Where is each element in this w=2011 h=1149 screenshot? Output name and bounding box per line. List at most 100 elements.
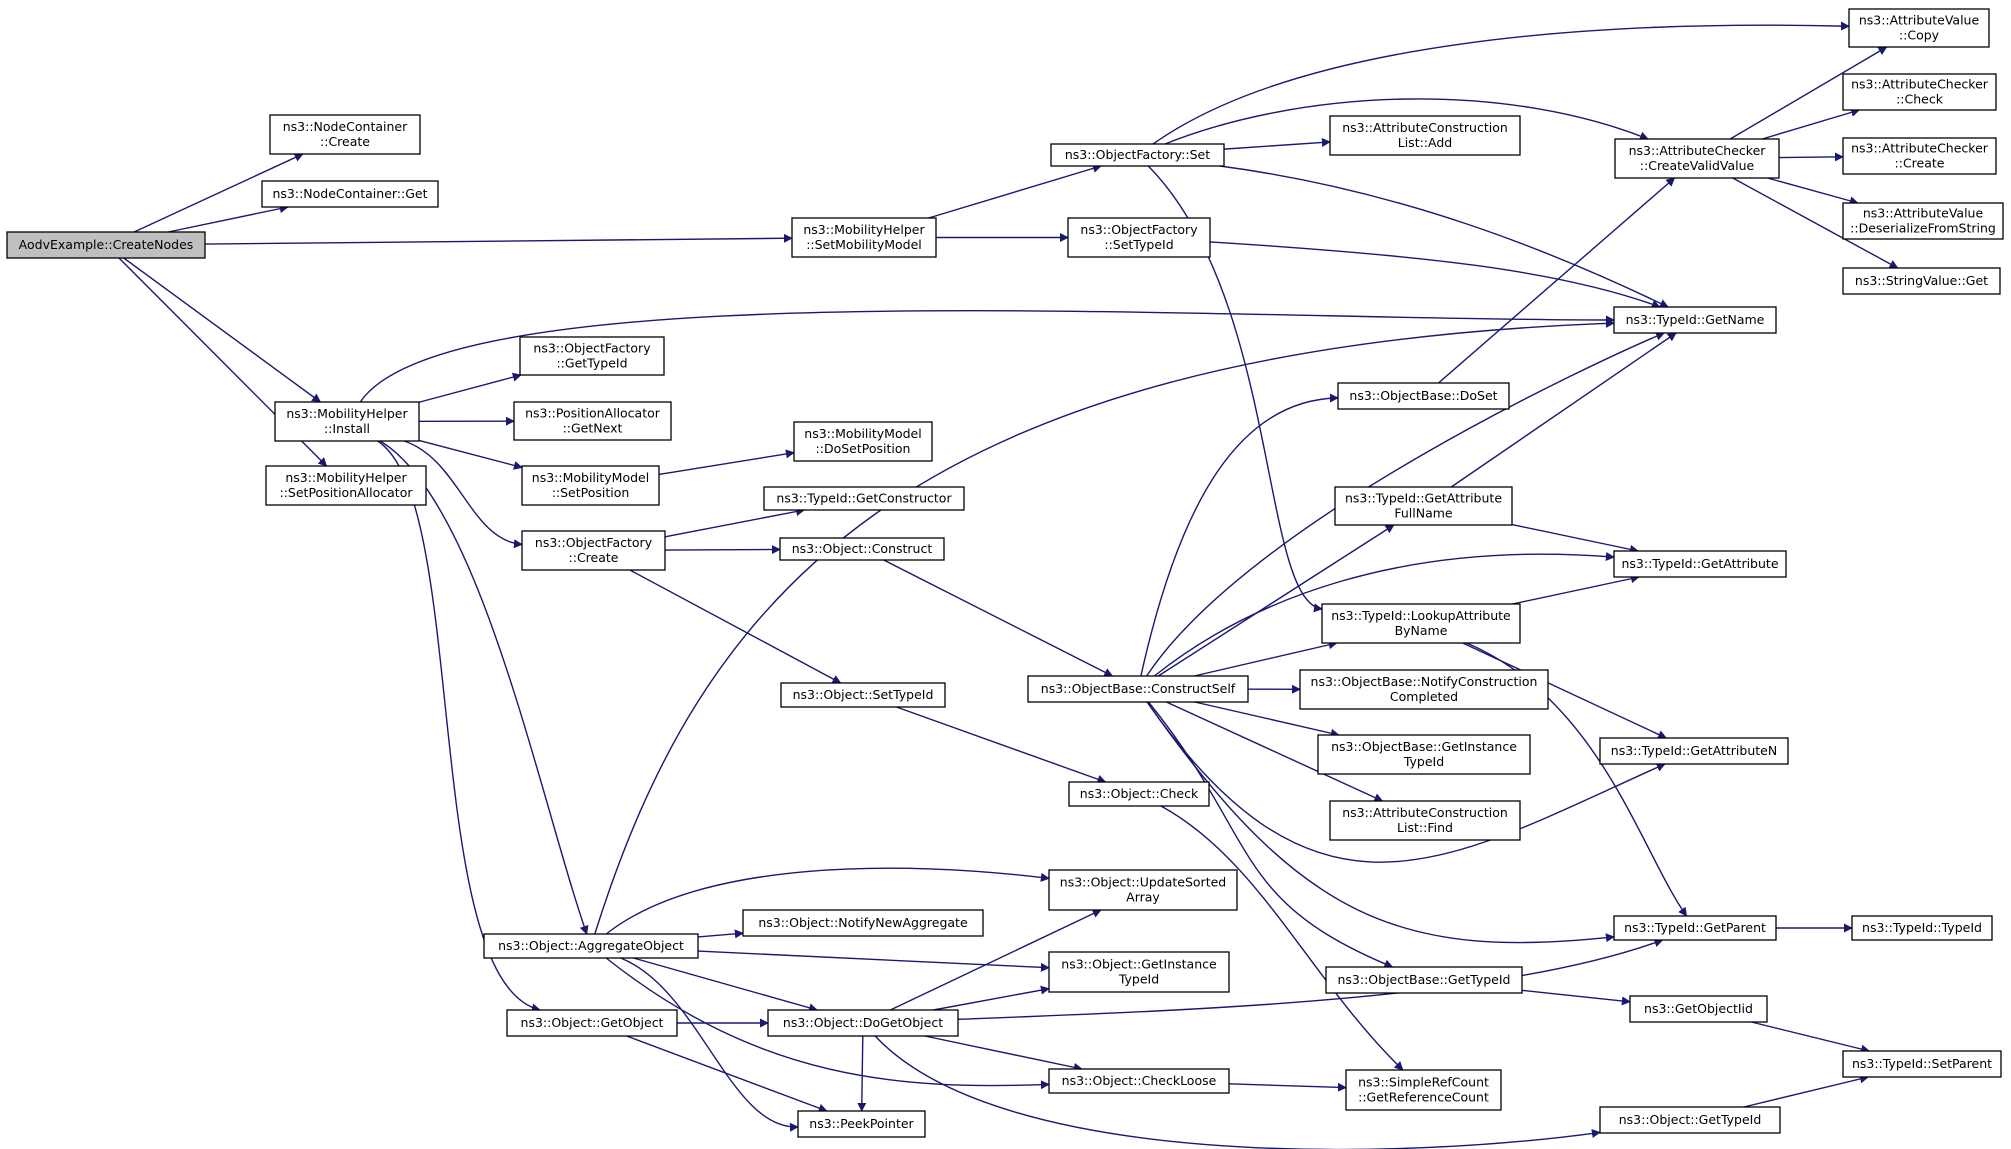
call-edge-obj_aggregate-to-tid_getname bbox=[594, 318, 1615, 935]
node-mh-install[interactable]: ns3::MobilityHelper::Install bbox=[274, 401, 420, 442]
node-nc-create[interactable]: ns3::NodeContainer::Create bbox=[269, 114, 421, 155]
node-src-getrefcount[interactable]: ns3::SimpleRefCount::GetReferenceCount bbox=[1345, 1069, 1502, 1111]
node-label: ns3::Object::UpdateSorted bbox=[1060, 875, 1226, 890]
node-tid-getname[interactable]: ns3::TypeId::GetName bbox=[1613, 306, 1777, 334]
call-edge-ac_cvv-to-sv_get bbox=[1732, 177, 1899, 269]
node-label: ns3::TypeId::GetName bbox=[1626, 312, 1765, 327]
call-edge-obj_dogetobject-to-obj_updsorted bbox=[890, 909, 1102, 1011]
node-root[interactable]: AodvExample::CreateNodes bbox=[6, 231, 206, 259]
node-box bbox=[1048, 1068, 1230, 1094]
call-edge-of_create-to-obj_settypeid bbox=[629, 569, 842, 684]
node-label: ns3::ObjectFactory::Set bbox=[1065, 147, 1210, 162]
node-box bbox=[1599, 737, 1789, 765]
node-obj-construct[interactable]: ns3::Object::Construct bbox=[779, 537, 945, 561]
node-obj-aggregate[interactable]: ns3::Object::AggregateObject bbox=[483, 933, 699, 959]
node-ob-gettypeid[interactable]: ns3::ObjectBase::GetTypeId bbox=[1325, 966, 1523, 994]
call-edge-of_set-to-acl_add bbox=[1223, 138, 1331, 150]
call-edge-obj_check-to-src_getrefcount bbox=[1160, 805, 1404, 1071]
node-sv-get[interactable]: ns3::StringValue::Get bbox=[1842, 267, 2001, 295]
node-label: ns3::ObjectBase::ConstructSelf bbox=[1041, 681, 1236, 696]
node-ac-check[interactable]: ns3::AttributeChecker::Check bbox=[1842, 73, 1997, 111]
node-tid-getparent[interactable]: ns3::TypeId::GetParent bbox=[1613, 915, 1777, 941]
call-edge-obj_gettypeid-to-tid_setparent bbox=[1743, 1074, 1870, 1108]
node-box bbox=[1048, 951, 1230, 993]
node-box bbox=[1321, 603, 1521, 644]
node-label: ns3::AttributeValue bbox=[1863, 206, 1984, 221]
call-edge-mh_setmob-to-of_set bbox=[928, 164, 1102, 219]
call-edge-obj_aggregate-to-obj_updsorted bbox=[605, 867, 1050, 935]
node-box bbox=[1325, 966, 1523, 994]
call-edge-ob_constructself-to-ob_getinst bbox=[1194, 701, 1340, 738]
call-edge-root-to-mh_setmob bbox=[204, 233, 793, 245]
node-label: ns3::AttributeConstruction bbox=[1342, 805, 1508, 820]
node-of-settypeid[interactable]: ns3::ObjectFactory::SetTypeId bbox=[1067, 217, 1211, 258]
node-pa-getnext[interactable]: ns3::PositionAllocator::GetNext bbox=[513, 401, 672, 441]
node-label: ns3::MobilityHelper bbox=[803, 222, 925, 237]
node-of-gettypeid[interactable]: ns3::ObjectFactory::GetTypeId bbox=[519, 336, 665, 376]
node-of-create[interactable]: ns3::ObjectFactory::Create bbox=[521, 530, 666, 571]
node-label: ns3::TypeId::LookupAttribute bbox=[1331, 608, 1511, 623]
node-box bbox=[274, 401, 420, 442]
node-obj-settypeid[interactable]: ns3::Object::SetTypeId bbox=[780, 682, 946, 708]
node-of-set[interactable]: ns3::ObjectFactory::Set bbox=[1050, 143, 1225, 167]
node-label: ::DoSetPosition bbox=[816, 441, 911, 456]
node-label: ns3::MobilityModel bbox=[532, 470, 649, 485]
node-mh-setmob[interactable]: ns3::MobilityHelper::SetMobilityModel bbox=[791, 217, 937, 258]
node-ob-constructself[interactable]: ns3::ObjectBase::ConstructSelf bbox=[1027, 675, 1249, 703]
node-peekpointer[interactable]: ns3::PeekPointer bbox=[797, 1110, 926, 1138]
node-label: ns3::Object::CheckLoose bbox=[1062, 1073, 1217, 1088]
node-nc-get[interactable]: ns3::NodeContainer::Get bbox=[261, 180, 439, 208]
node-ob-doset[interactable]: ns3::ObjectBase::DoSet bbox=[1337, 382, 1510, 410]
node-obj-notifynew[interactable]: ns3::Object::NotifyNewAggregate bbox=[742, 909, 984, 937]
call-edge-ob_constructself-to-tid_getattr bbox=[1153, 551, 1615, 677]
call-edge-root-to-mh_install bbox=[123, 257, 322, 403]
call-edge-obj_checkloose-to-src_getrefcount bbox=[1228, 1082, 1347, 1092]
node-label: ns3::PeekPointer bbox=[809, 1116, 914, 1131]
call-edge-obj_getobject-to-peekpointer bbox=[626, 1035, 828, 1113]
node-mm-dosetpos[interactable]: ns3::MobilityModel::DoSetPosition bbox=[793, 421, 933, 462]
node-box bbox=[521, 530, 666, 571]
node-label: ns3::SimpleRefCount bbox=[1358, 1075, 1489, 1090]
node-box bbox=[1842, 1050, 2002, 1078]
node-obj-gettypeid[interactable]: ns3::Object::GetTypeId bbox=[1599, 1106, 1781, 1134]
node-obj-check[interactable]: ns3::Object::Check bbox=[1068, 781, 1210, 807]
call-edge-obj_aggregate-to-obj_getinst bbox=[697, 950, 1050, 972]
node-label: ns3::ObjectBase::DoSet bbox=[1349, 388, 1497, 403]
node-ac-create[interactable]: ns3::AttributeChecker::Create bbox=[1842, 137, 1997, 175]
node-obj-dogetobject[interactable]: ns3::Object::DoGetObject bbox=[767, 1009, 959, 1037]
node-tid-typeid[interactable]: ns3::TypeId::TypeId bbox=[1851, 915, 1993, 941]
node-obj-checkloose[interactable]: ns3::Object::CheckLoose bbox=[1048, 1068, 1230, 1094]
node-tid-setparent[interactable]: ns3::TypeId::SetParent bbox=[1842, 1050, 2002, 1078]
node-mm-setpos[interactable]: ns3::MobilityModel::SetPosition bbox=[521, 465, 660, 506]
node-ac-cvv[interactable]: ns3::AttributeChecker::CreateValidValue bbox=[1614, 138, 1780, 179]
node-label: ns3::Object::SetTypeId bbox=[793, 687, 934, 702]
node-box bbox=[1067, 217, 1211, 258]
node-ob-notify[interactable]: ns3::ObjectBase::NotifyConstructionCompl… bbox=[1299, 669, 1549, 710]
call-edge-tid_getattrfull-to-tid_getattr bbox=[1511, 523, 1639, 554]
node-obj-getobject[interactable]: ns3::Object::GetObject bbox=[506, 1009, 678, 1037]
node-label: TypeId bbox=[1118, 972, 1159, 987]
node-mh-setpos[interactable]: ns3::MobilityHelper::SetPositionAllocato… bbox=[265, 465, 427, 506]
node-label: ns3::MobilityHelper bbox=[285, 470, 407, 485]
call-edge-obj_dogetobject-to-obj_gettypeid bbox=[874, 1035, 1601, 1149]
call-edge-of_create-to-tid_getctor bbox=[664, 507, 806, 538]
node-getobjectiid[interactable]: ns3::GetObjectIid bbox=[1629, 995, 1768, 1023]
node-tid-getctor[interactable]: ns3::TypeId::GetConstructor bbox=[763, 486, 965, 511]
node-tid-getattrn[interactable]: ns3::TypeId::GetAttributeN bbox=[1599, 737, 1789, 765]
node-box bbox=[1842, 137, 1997, 175]
node-box bbox=[1329, 115, 1521, 156]
node-box bbox=[1842, 267, 2001, 295]
node-tid-getattr[interactable]: ns3::TypeId::GetAttribute bbox=[1613, 550, 1787, 578]
node-av-dfs[interactable]: ns3::AttributeValue::DeserializeFromStri… bbox=[1842, 202, 2004, 240]
node-label: ByName bbox=[1395, 623, 1448, 638]
call-edge-mh_install-to-obj_aggregate bbox=[379, 440, 589, 935]
node-av-copy[interactable]: ns3::AttributeValue::Copy bbox=[1848, 8, 1990, 48]
node-box bbox=[1842, 202, 2004, 240]
